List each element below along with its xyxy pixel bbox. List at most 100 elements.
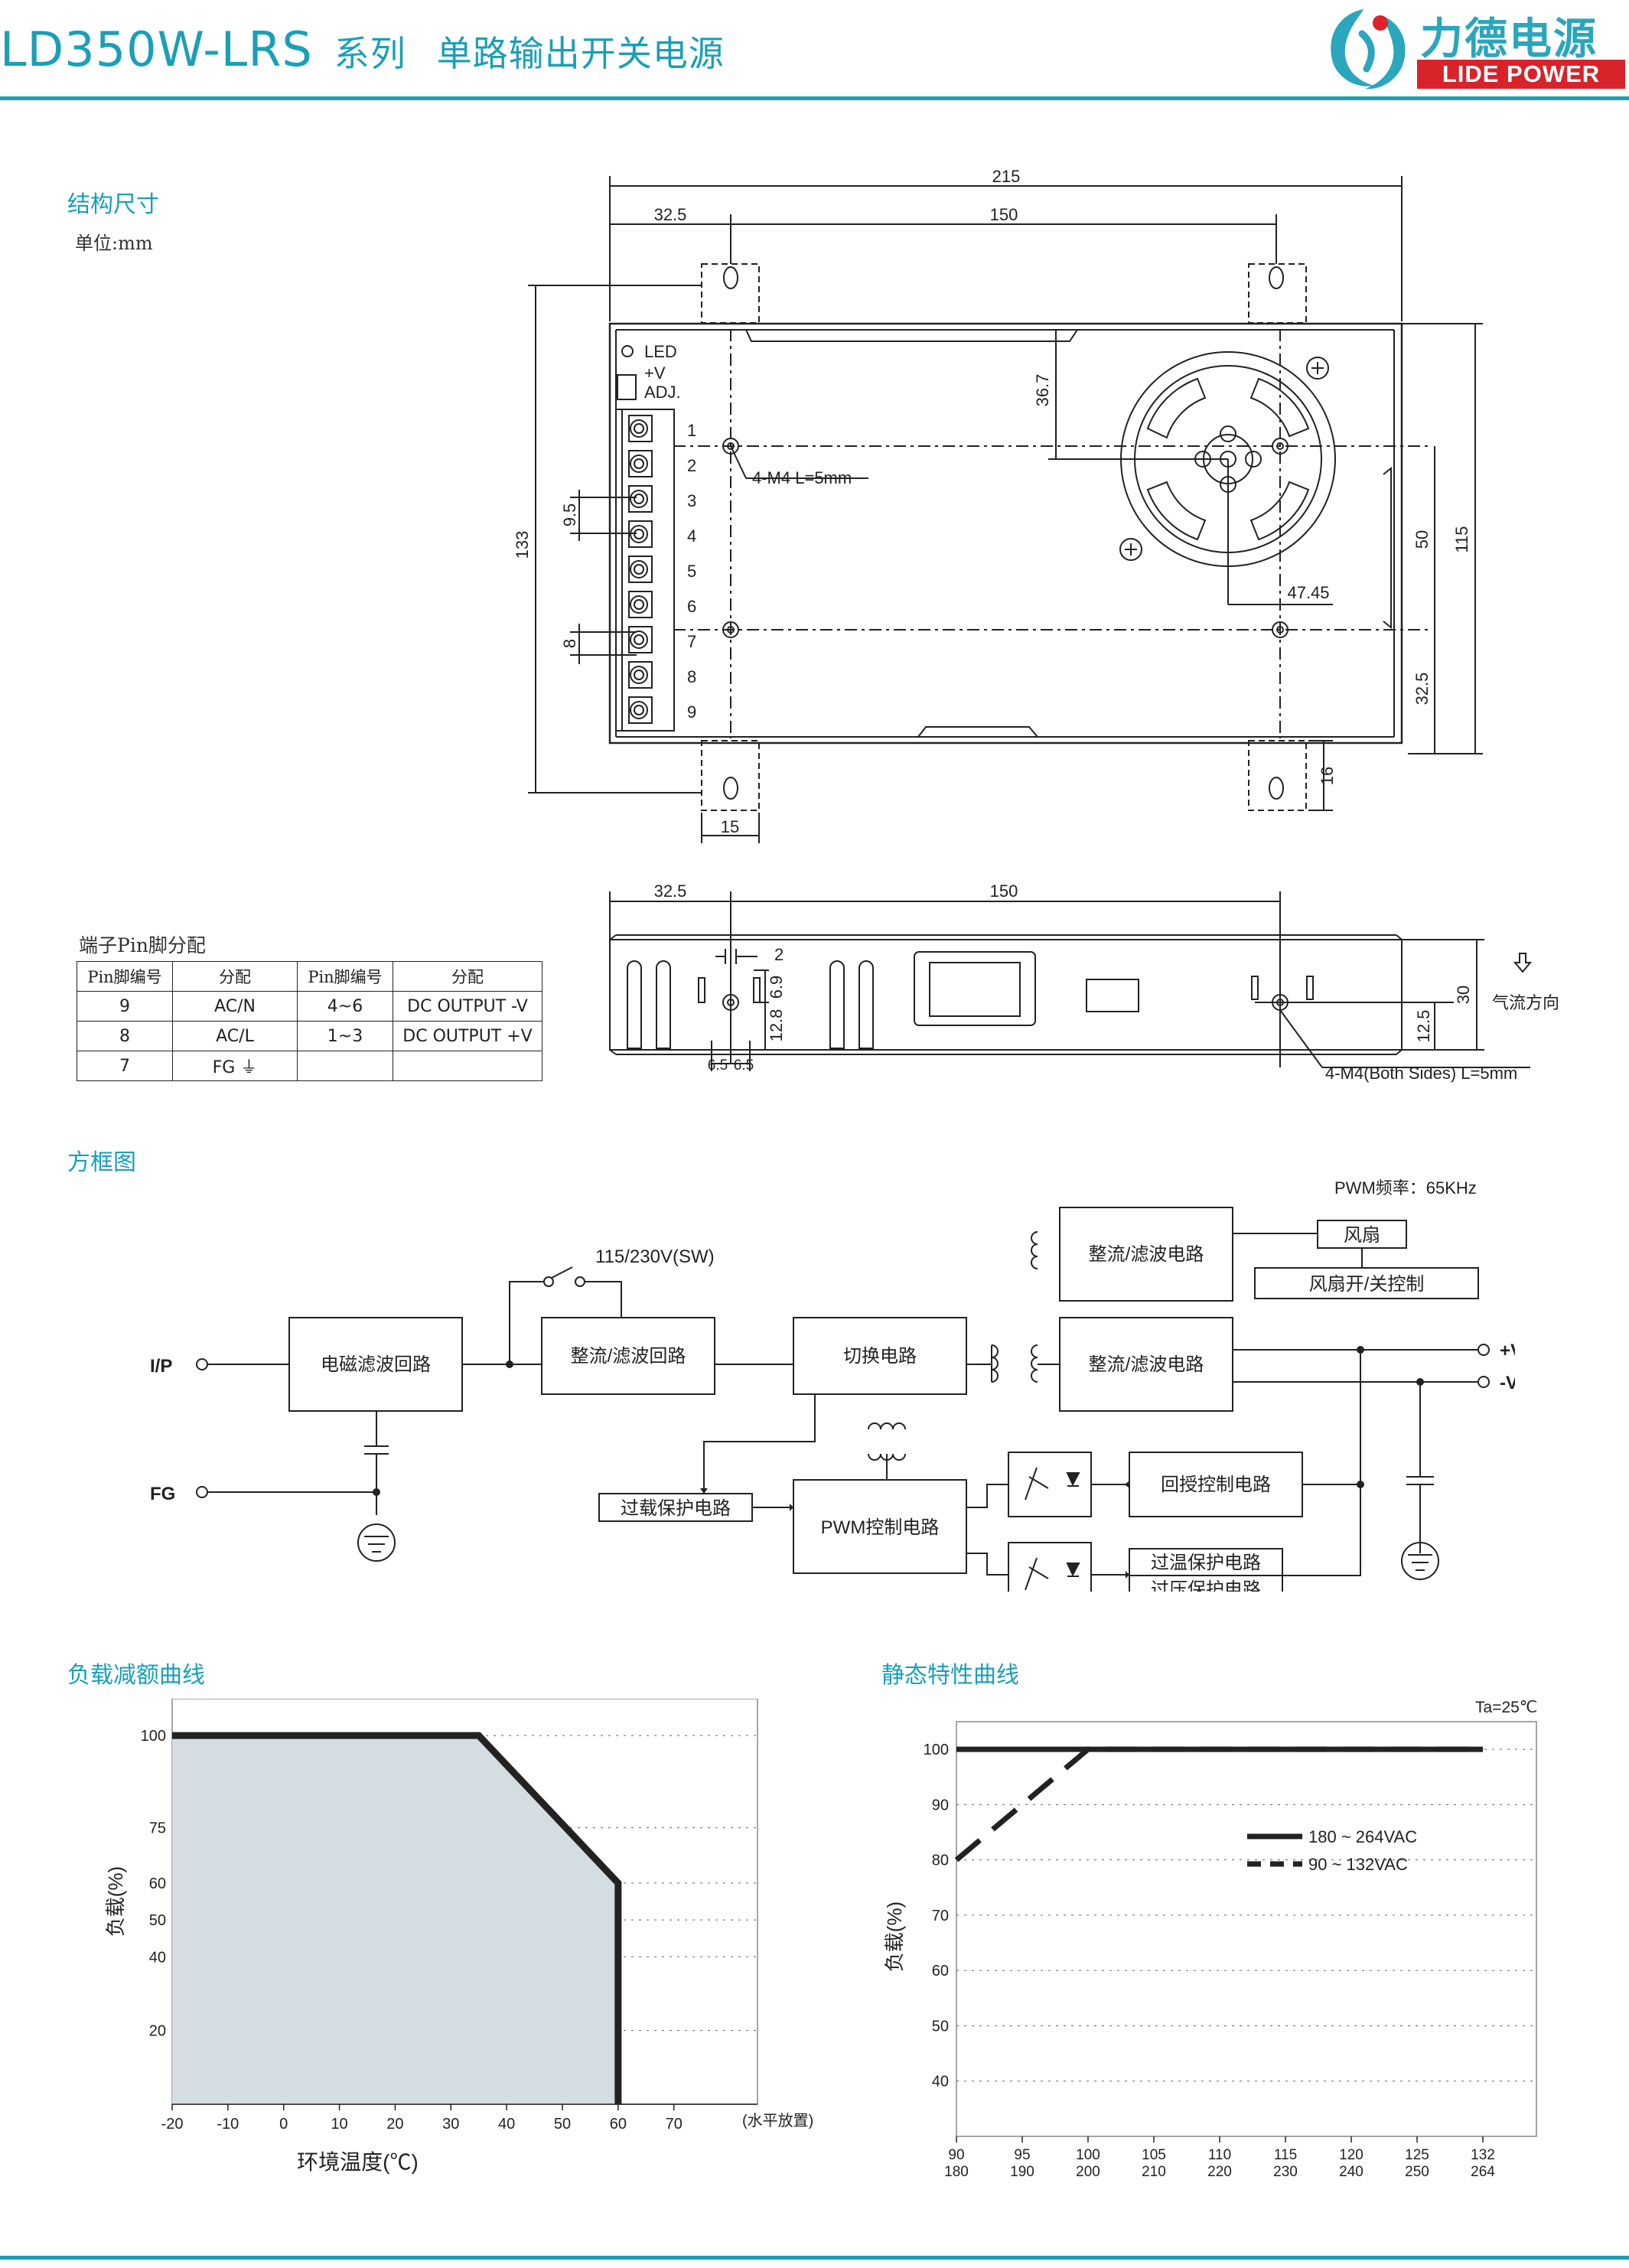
section-title-derating: 负载减额曲线 (67, 1662, 205, 1689)
series-line-2 (954, 1746, 1483, 1862)
table-header: Pin脚编号 (297, 961, 393, 992)
x-tick-label: 95 (1014, 2147, 1030, 2163)
terminal-number: 2 (687, 456, 696, 475)
x-tick-label-secondary: 240 (1339, 2164, 1363, 2180)
x-tick-label: 125 (1405, 2147, 1429, 2163)
derating-curve (172, 1732, 622, 2104)
pin-table-title: 端子Pin脚分配 (79, 934, 206, 956)
y-tick-label: 60 (932, 1963, 949, 1980)
terminal-number: 3 (687, 491, 696, 510)
x-tick-label: 115 (1274, 2147, 1297, 2163)
side-dim-32-5: 32.5 (654, 881, 687, 901)
emi-filter-block: 电磁滤波回路 (321, 1354, 431, 1375)
x-tick-label: 40 (498, 2116, 515, 2133)
y-tick-label: 40 (932, 2074, 949, 2090)
section-title-mechanical: 结构尺寸 (67, 191, 159, 218)
pwm-control-block: PWM控制电路 (821, 1517, 940, 1538)
table-row: 7 FG ⏚ (77, 1051, 542, 1081)
vminus-output: -V (1500, 1373, 1515, 1393)
dim-215: 215 (992, 167, 1021, 186)
x-tick-label: 100 (1076, 2147, 1100, 2163)
y-tick-label: 90 (932, 1797, 949, 1813)
legend-label: 90 ~ 132VAC (1308, 1855, 1408, 1874)
table-cell: AC/L (172, 1021, 298, 1051)
y-tick-label: 50 (149, 1912, 166, 1929)
x-tick-label: 10 (331, 2116, 347, 2133)
table-header-row: Pin脚编号 分配 Pin脚编号 分配 (77, 961, 542, 992)
legend-label: 180 ~ 264VAC (1308, 1827, 1417, 1846)
table-cell: 8 (77, 1021, 173, 1051)
terminal-number: 7 (687, 632, 696, 651)
dim-32-5-right: 32.5 (1412, 673, 1432, 705)
ovp-block: 过压保护电路 (1151, 1579, 1261, 1592)
terminal-number: 5 (687, 562, 696, 581)
dim-115: 115 (1452, 526, 1471, 552)
table-cell: 4~6 (297, 991, 393, 1022)
feedback-control-block: 回授控制电路 (1161, 1475, 1271, 1495)
x-axis-label: 环境温度(℃) (297, 2150, 419, 2174)
x-tick-label-secondary: 230 (1273, 2164, 1298, 2180)
x-tick-label: 50 (554, 2116, 571, 2133)
table-cell: AC/N (172, 991, 298, 1022)
plot-frame (956, 1721, 1537, 2137)
overload-protection-block: 过载保护电路 (621, 1498, 731, 1519)
otp-block: 过温保护电路 (1151, 1553, 1261, 1573)
section-title-block-diagram: 方框图 (67, 1149, 136, 1176)
fan-control-block: 风扇开/关控制 (1309, 1274, 1425, 1295)
x-tick-label: 60 (610, 2116, 627, 2133)
y-tick-label: 50 (932, 2018, 949, 2035)
side-dim-6-9: 6.9 (767, 976, 786, 999)
table-cell: FG ⏚ (172, 1051, 298, 1081)
mount-note: 4-M4 L=5mm (752, 468, 852, 487)
x-tick-label-secondary: 264 (1471, 2164, 1495, 2180)
x-tick-label-secondary: 210 (1142, 2164, 1166, 2180)
y-tick-label: 100 (141, 1728, 166, 1745)
x-tick-label: 110 (1208, 2147, 1231, 2163)
terminal-number: 9 (687, 702, 696, 722)
side-dim-12-5: 12.5 (1414, 1010, 1433, 1043)
static-characteristic-chart: 4050607080901009018095190100200105210110… (883, 1699, 1537, 2180)
x-tick-label: -10 (217, 2116, 239, 2133)
mechanical-drawing: 215 32.5 150 133 36.7 50 115 47.45 32.5 … (513, 167, 1559, 1083)
y-tick-label: 70 (932, 1908, 949, 1924)
x-tick-label: 70 (666, 2116, 683, 2133)
y-tick-label: 80 (932, 1853, 949, 1869)
rectifier-block: 整流/滤波回路 (571, 1346, 686, 1367)
dim-15: 15 (721, 817, 739, 836)
y-axis-label: 负载(%) (883, 1901, 906, 1972)
model-name: LD350W-LRS (0, 21, 313, 77)
x-tick-label: 105 (1142, 2147, 1166, 2163)
dim-9-5: 9.5 (560, 503, 579, 527)
table-cell (393, 1051, 542, 1081)
pin-assignment-table: Pin脚编号 分配 Pin脚编号 分配 9 AC/N 4~6 DC OUTPUT… (77, 961, 542, 1081)
x-tick-label: -20 (161, 2116, 184, 2133)
x-tick-label-secondary: 190 (1010, 2164, 1034, 2180)
side-dim-2: 2 (774, 945, 784, 964)
plus-v-label: +V (644, 363, 666, 383)
derating-area (172, 1735, 618, 2104)
x-tick-label-secondary: 250 (1405, 2164, 1429, 2180)
table-header: Pin脚编号 (77, 961, 173, 992)
table-cell (297, 1051, 393, 1081)
table-cell: 9 (77, 991, 173, 1022)
logo-chinese-name: 力德电源 (1420, 14, 1598, 64)
series-label: 系列 (334, 33, 406, 74)
y-tick-label: 60 (149, 1875, 166, 1892)
side-dim-6-5-right: 6.5 (734, 1057, 754, 1074)
table-cell: 7 (77, 1051, 173, 1081)
unit-label: 单位:mm (75, 233, 153, 254)
pwm-frequency: PWM频率：65KHz (1334, 1178, 1477, 1198)
dim-16: 16 (1318, 767, 1337, 785)
side-dim-6-5-left: 6.5 (708, 1057, 728, 1074)
side-dim-30: 30 (1454, 986, 1473, 1004)
table-header: 分配 (393, 961, 542, 992)
table-header: 分配 (172, 961, 298, 992)
dim-50: 50 (1412, 530, 1432, 549)
side-mount-note: 4-M4(Both Sides) L=5mm (1325, 1064, 1517, 1083)
table-cell: DC OUTPUT -V (393, 991, 542, 1022)
vplus-output: +V (1500, 1341, 1515, 1361)
switching-block: 切换电路 (843, 1346, 917, 1367)
aux-rectifier-block: 整流/滤波电路 (1089, 1244, 1204, 1265)
header-rule (0, 96, 1629, 100)
y-axis-label: 负载(%) (104, 1866, 127, 1937)
